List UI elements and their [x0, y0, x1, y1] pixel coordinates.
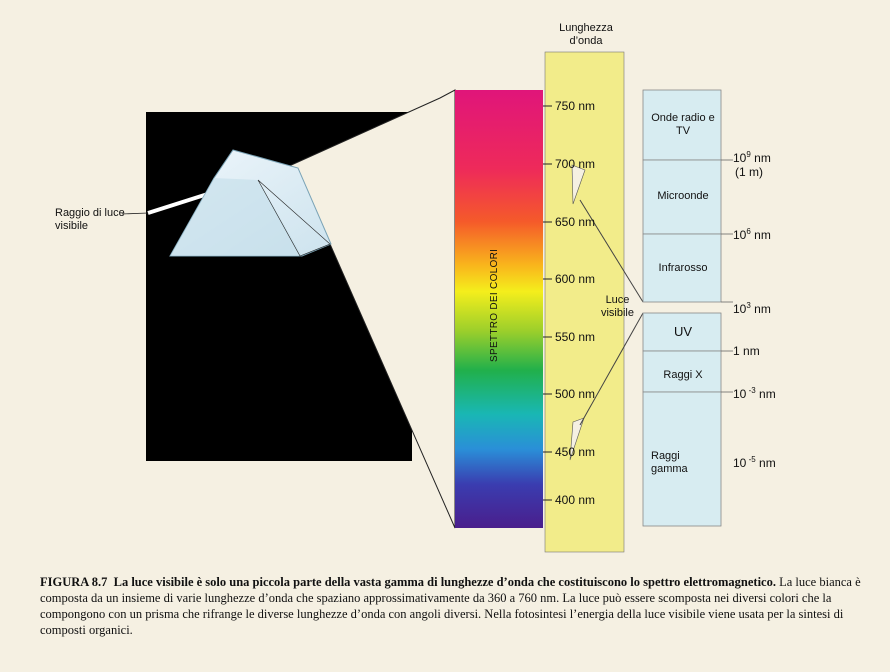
band-xray: Raggi X: [663, 369, 703, 381]
caption-number: FIGURA 8.7: [40, 575, 108, 589]
nm-tick-label: 400 nm: [555, 493, 596, 507]
band-microwave: Microonde: [657, 190, 709, 202]
wavelength-column: [544, 51, 625, 553]
em-bands: [642, 89, 722, 527]
band-gamma: Raggi gamma: [651, 450, 688, 475]
visible-label: Luce visibile: [600, 294, 634, 319]
caption-title: La luce visibile è solo una piccola part…: [113, 575, 776, 589]
wavelength-header: Lunghezza d’onda: [559, 22, 613, 47]
ray-label: Raggio di luce visibile: [55, 207, 125, 232]
nm-tick-label: 550 nm: [555, 330, 596, 344]
scale-mark: 106 nm: [733, 227, 771, 242]
scale-mark: 1 nm: [733, 344, 760, 358]
scale-mark: 10 -3 nm: [733, 386, 776, 401]
nm-tick-label: 450 nm: [555, 445, 596, 459]
nm-tick-label: 650 nm: [555, 215, 596, 229]
scale-mark: 10 -5 nm: [733, 455, 776, 470]
caption-body: La luce bianca è composta da un insieme …: [40, 575, 861, 637]
nm-tick-label: 700 nm: [555, 157, 596, 171]
scale-mark: 109 nm (1 m): [733, 150, 771, 179]
band-radio-tv: Onde radio e TV: [651, 112, 715, 137]
color-spectrum-bar: [455, 90, 543, 528]
band-uv: UV: [673, 324, 693, 339]
figure-caption: FIGURA 8.7 La luce visibile è solo una p…: [40, 574, 870, 638]
spectrum-label: SPETTRO DEI COLORI: [489, 248, 500, 362]
scale-mark: 103 nm: [733, 301, 771, 316]
nm-tick-label: 500 nm: [555, 387, 596, 401]
nm-tick-label: 600 nm: [555, 272, 596, 286]
nm-tick-label: 750 nm: [555, 99, 596, 113]
band-infrared: Infrarosso: [658, 262, 708, 274]
